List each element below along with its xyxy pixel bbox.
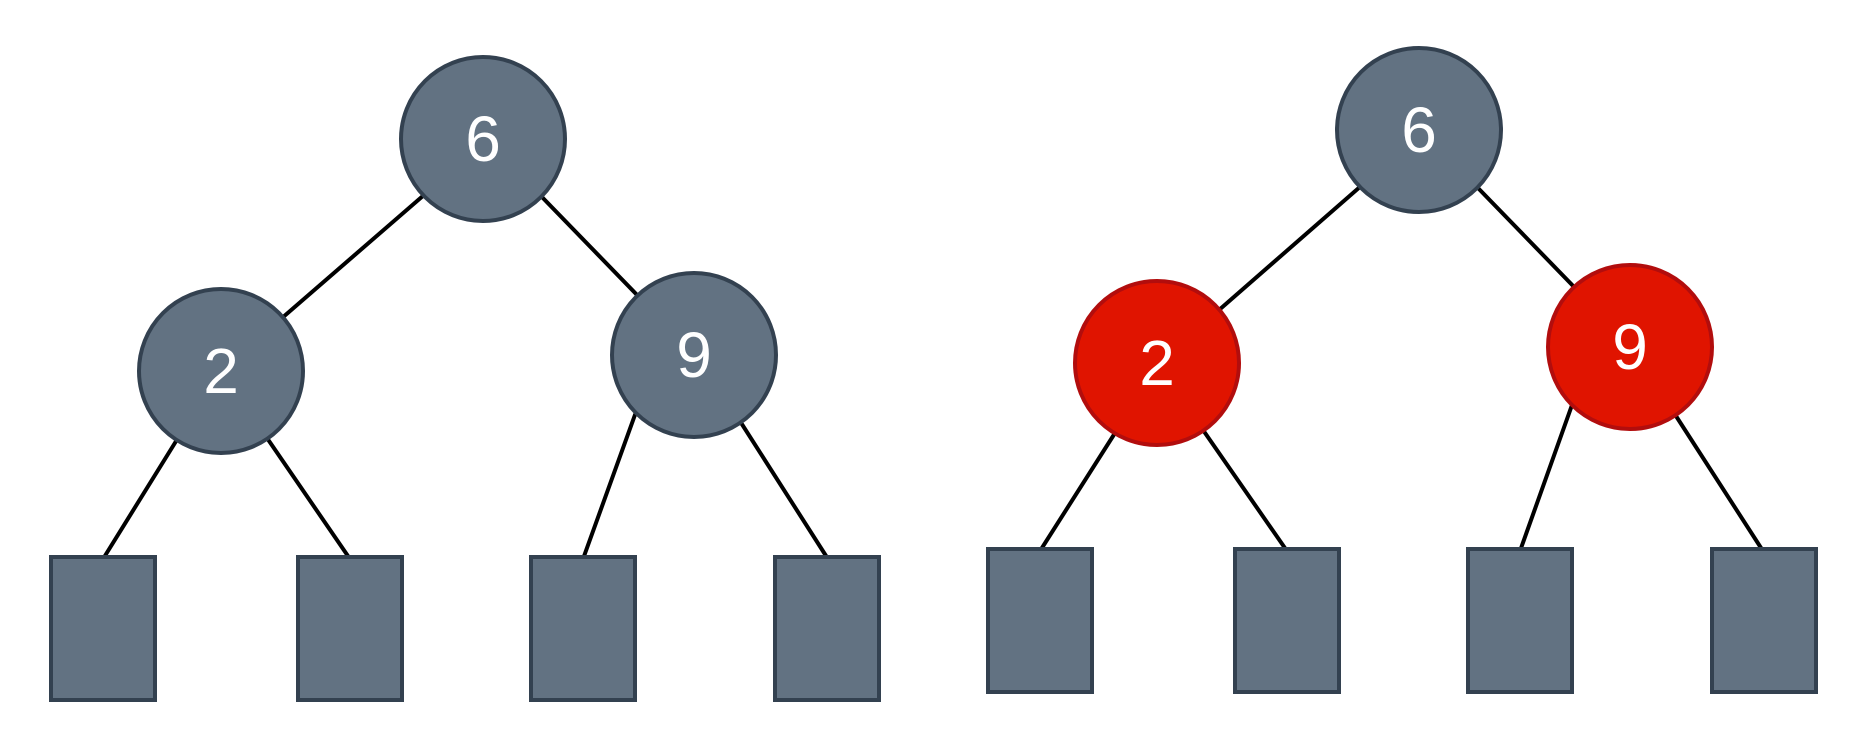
tree-node-right-child: 9 — [610, 271, 778, 439]
node-circle — [1335, 46, 1503, 214]
nil-leaf — [49, 555, 157, 702]
edge-right-child-to-leaf-4 — [1674, 414, 1765, 553]
edge-root-to-left-child — [280, 193, 426, 320]
nil-leaf — [986, 547, 1094, 694]
nil-leaf — [529, 555, 637, 702]
tree-right: 6 2 9 — [986, 46, 1818, 694]
nil-leaf — [1710, 547, 1818, 694]
nil-leaf — [773, 555, 881, 702]
tree-node-root: 6 — [399, 55, 567, 223]
node-circle — [1546, 263, 1714, 431]
edge-left-child-to-leaf-1 — [101, 436, 180, 561]
edge-left-child-to-leaf-2 — [1201, 428, 1289, 553]
nil-leaf — [1466, 547, 1574, 694]
edge-right-child-to-leaf-3 — [581, 410, 638, 561]
node-label: 6 — [1401, 94, 1437, 166]
node-circle — [399, 55, 567, 223]
node-label: 9 — [676, 319, 712, 391]
tree-node-right-child: 9 — [1546, 263, 1714, 431]
edge-left-child-to-leaf-1 — [1038, 431, 1117, 553]
nil-leaf — [296, 555, 404, 702]
tree-node-left-child: 2 — [137, 287, 305, 455]
node-circle — [1073, 279, 1241, 447]
node-circle — [610, 271, 778, 439]
edge-right-child-to-leaf-3 — [1518, 403, 1574, 553]
edge-root-to-left-child — [1217, 184, 1363, 312]
nil-leaf — [1233, 547, 1341, 694]
edge-root-to-right-child — [1476, 186, 1580, 293]
edge-left-child-to-leaf-2 — [265, 436, 352, 561]
edge-root-to-right-child — [538, 193, 642, 300]
node-label: 6 — [465, 103, 501, 175]
tree-node-left-child: 2 — [1073, 279, 1241, 447]
tree-node-root: 6 — [1335, 46, 1503, 214]
node-label: 2 — [203, 335, 239, 407]
node-label: 2 — [1139, 327, 1175, 399]
node-circle — [137, 287, 305, 455]
edge-right-child-to-leaf-4 — [736, 416, 830, 561]
node-label: 9 — [1612, 311, 1648, 383]
tree-left: 6 2 9 — [49, 55, 881, 702]
